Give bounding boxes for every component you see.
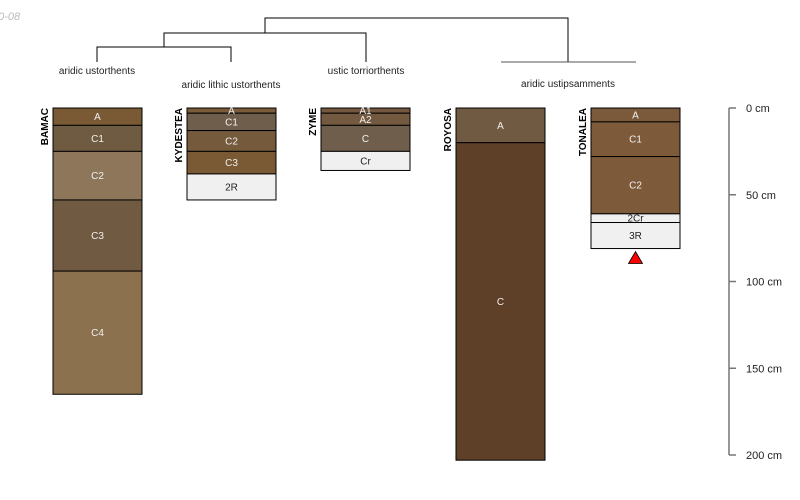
horizon-label: C1: [629, 135, 642, 146]
horizon: [590, 121, 681, 158]
horizon-label: C: [497, 297, 504, 308]
depth-axis: 0 cm 50 cm 100 cm 150 cm 200 cm: [728, 103, 782, 462]
profile-name: ZYME: [308, 108, 319, 136]
horizon: [320, 150, 411, 171]
horizon-boxes: [186, 107, 277, 201]
horizon-label: A: [497, 121, 504, 132]
horizon-label: A: [228, 106, 235, 117]
horizon-label: C4: [91, 328, 104, 339]
horizon-boxes: [52, 107, 143, 395]
horizon: [52, 199, 143, 272]
horizon-labels: AC: [497, 121, 504, 308]
truncation-marker-icon: [627, 250, 644, 264]
horizon-label: C2: [629, 181, 642, 192]
horizon-label: A1: [359, 106, 372, 117]
horizon-label: Cr: [360, 156, 371, 167]
horizon: [590, 156, 681, 215]
horizon: [52, 124, 143, 152]
horizon-label: C3: [91, 231, 104, 242]
profile-name: TONALEA: [578, 108, 589, 156]
dendrogram-root: [264, 17, 569, 62]
depth-tick-label: 150 cm: [746, 363, 782, 375]
horizon-label: 2Cr: [627, 214, 644, 225]
horizon-boxes: [455, 107, 546, 461]
depth-tick-label: 100 cm: [746, 277, 782, 289]
horizon-label: 2R: [225, 182, 238, 193]
horizon-label: C3: [225, 158, 238, 169]
horizon: [455, 107, 546, 144]
horizon-label: A: [94, 112, 101, 123]
date-stamp: 10-08: [0, 11, 21, 23]
depth-tick-label: 200 cm: [746, 450, 782, 462]
dendrogram-branch-ustorthents: [163, 32, 367, 62]
taxon-label: aridic ustorthents: [59, 66, 135, 77]
taxon-labels: aridic ustorthents aridic lithic ustorth…: [59, 66, 615, 91]
horizon: [52, 270, 143, 395]
taxon-label: aridic ustipsamments: [521, 79, 615, 90]
dendrogram-branch-leaf: [96, 46, 232, 62]
horizon-label: C2: [225, 136, 238, 147]
horizon-label: C2: [91, 171, 104, 182]
depth-tick-label: 50 cm: [746, 190, 776, 202]
taxon-label: aridic lithic ustorthents: [182, 80, 281, 91]
dendrogram: [96, 17, 636, 63]
horizon-label: A2: [359, 115, 372, 126]
profile-name: BAMAC: [40, 108, 51, 145]
horizon-label: C1: [91, 134, 104, 145]
horizon: [320, 124, 411, 152]
taxon-label: ustic torriorthents: [328, 66, 405, 77]
depth-tick-label: 0 cm: [746, 103, 770, 115]
profile-name: ROYOSA: [443, 108, 454, 151]
horizon-boxes: [590, 107, 681, 250]
horizon-boxes: [320, 107, 411, 171]
horizon-label: 3R: [629, 231, 642, 242]
horizon-label: A: [632, 110, 639, 121]
horizon: [590, 222, 681, 250]
horizon-label: C1: [225, 117, 238, 128]
horizon: [186, 173, 277, 201]
horizon-label: C: [362, 134, 369, 145]
horizon: [455, 142, 546, 461]
profile-name: KYDESTEA: [174, 108, 185, 162]
